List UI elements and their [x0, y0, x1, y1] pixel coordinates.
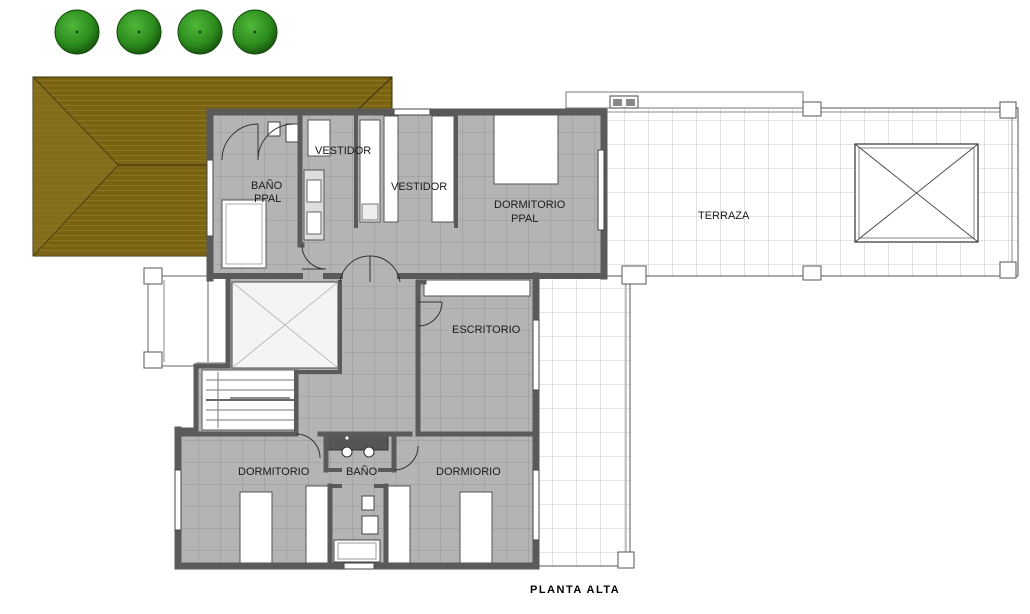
- doors: [221, 123, 443, 471]
- room-label-dormitorio-2: DORMIORIO: [436, 466, 501, 478]
- trees: [54, 9, 278, 55]
- tree-icon: [116, 9, 162, 55]
- room-label-vestidor-2: VESTIDOR: [391, 181, 447, 193]
- tree-icon: [232, 9, 278, 55]
- room-label-dormitorio-1: DORMITORIO: [238, 466, 310, 478]
- room-label-dormitorio-ppal: DORMITORIO: [494, 199, 566, 211]
- room-label-terraza: TERRAZA: [698, 210, 750, 222]
- room-label-bano-ppal: BAÑO: [251, 179, 283, 192]
- balcony-left: [143, 267, 209, 369]
- terrace: [535, 91, 1019, 569]
- room-label-vestidor-1: VESTIDOR: [315, 145, 371, 157]
- tree-icon: [177, 9, 223, 55]
- room-label-bano-ppal-2: PPAL: [254, 193, 281, 205]
- room-label-escritorio: ESCRITORIO: [452, 324, 521, 336]
- plan-title: PLANTA ALTA: [530, 584, 620, 596]
- interior-floor: [178, 112, 604, 566]
- room-label-bano: BAÑO: [346, 465, 378, 478]
- room-labels: VESTIDOR VESTIDOR BAÑO PPAL DORMITORIO P…: [238, 145, 750, 478]
- windows: [174, 108, 605, 570]
- room-label-dormitorio-ppal-2: PPAL: [511, 213, 538, 225]
- tree-icon: [54, 9, 100, 55]
